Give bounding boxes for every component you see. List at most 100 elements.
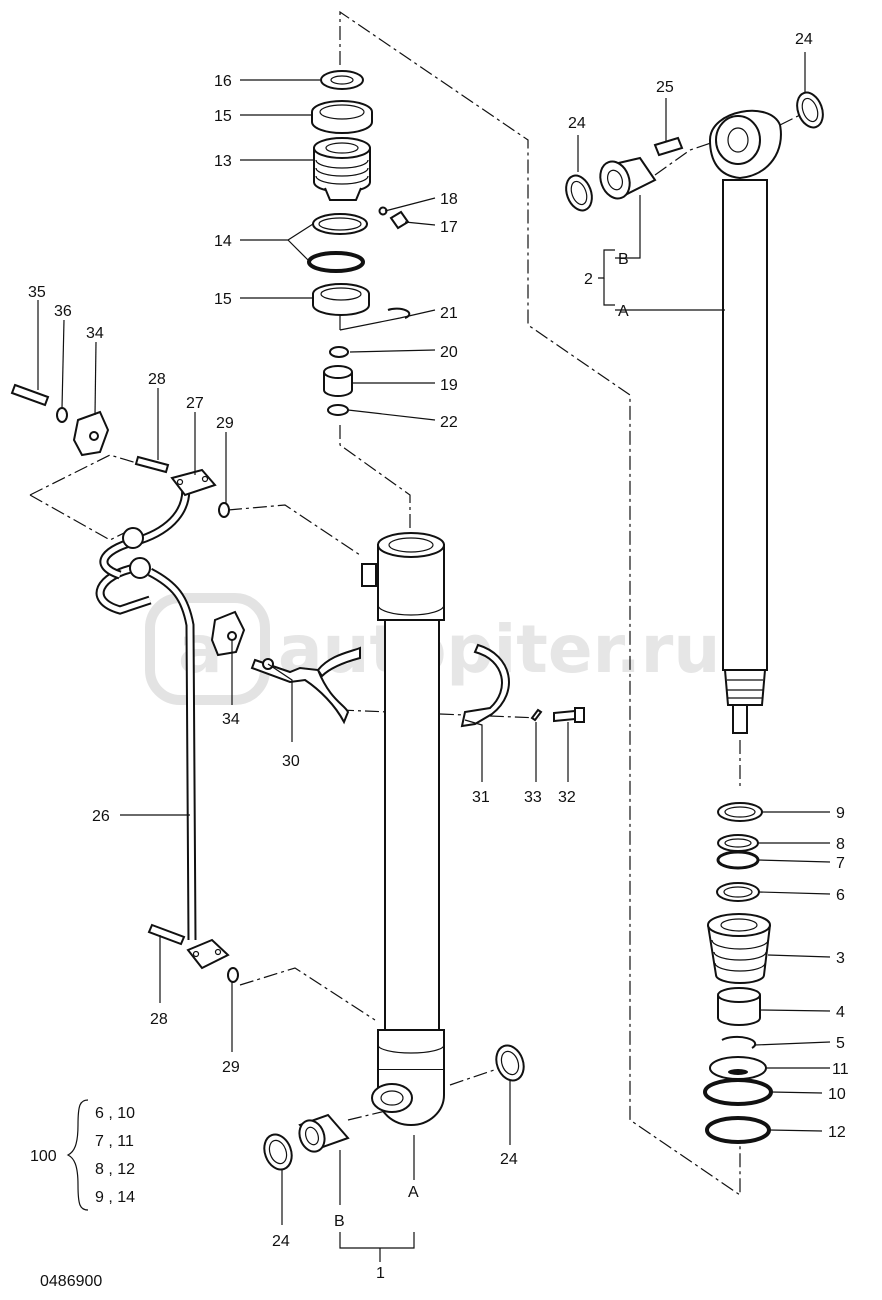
part-15-bushing-upper [311,100,373,134]
callout-32: 32 [558,789,576,806]
part-14-o-ring [307,251,365,273]
callout-15-lower: 15 [214,291,232,308]
part-30-clamp [250,646,361,725]
part-26-long-pipe [95,557,197,941]
callout-9: 9 [836,805,845,822]
callout-2: 2 [584,271,593,288]
part-31-clamp [460,643,510,728]
seal-kit-table: 100 6 , 10 7 , 11 8 , 12 9 , 14 [30,1105,135,1206]
part-32-bolt [553,707,585,723]
callout-27: 27 [186,395,204,412]
part-3-piston [707,913,771,984]
drawing-number: 0486900 [40,1273,102,1290]
callout-26: 26 [92,808,110,825]
part-33-pin [530,708,543,722]
callout-4: 4 [836,1004,845,1021]
part-17-set-screw [389,210,410,230]
part-27-short-pipe [99,481,191,580]
kit-label: 100 [30,1148,57,1165]
watermark-text: autopiter.ru [278,611,720,688]
callout-5: 5 [836,1035,845,1052]
part-10-o-ring [703,1078,773,1106]
part-1-cylinder-tube [361,532,445,1126]
callout-24-bottom-left: 24 [272,1233,290,1250]
part-15-bushing-lower [312,283,370,316]
part-29-o-ring-lower [227,967,239,983]
part-19-sleeve [323,365,353,397]
callout-19: 19 [440,377,458,394]
callout-11: 11 [832,1061,849,1078]
callout-1-a: A [408,1184,419,1201]
callout-7: 7 [836,855,845,872]
callout-labels: 16 15 13 18 17 14 15 21 20 19 22 35 36 3… [28,31,849,1282]
callout-1: 1 [376,1265,385,1282]
callout-15-upper: 15 [214,108,232,125]
part-1-bushing-b [298,1113,350,1153]
callout-31: 31 [472,789,490,806]
kit-row: 9 , 14 [95,1189,135,1206]
callout-22: 22 [440,414,458,431]
part-14-seal-ring [312,213,368,235]
part-2-bushing-b [599,156,657,200]
part-4-nut [717,987,761,1026]
part-16-washer [320,70,364,90]
part-24-seal-bottom-right [495,1044,525,1082]
callout-3: 3 [836,950,845,967]
part-12-o-ring [705,1116,771,1144]
callout-12: 12 [828,1124,846,1141]
part-34-clip-upper [72,410,110,457]
callout-34-upper: 34 [86,325,104,342]
part-8-ring [717,834,759,852]
callout-18: 18 [440,191,458,208]
part-28-bolt-lower [147,923,186,946]
part-6-ring [716,882,760,902]
part-7-ring [716,850,760,870]
part-25-grease-nipple [653,136,684,157]
part-34-clip-lower [210,610,246,657]
callout-1-b: B [334,1213,345,1230]
part-22-snap-ring [327,404,349,416]
callout-8: 8 [836,836,845,853]
kit-row: 8 , 12 [95,1161,135,1178]
part-28-bolt-upper [134,455,170,474]
part-11-ring [709,1056,767,1080]
part-27-flange [170,468,217,497]
callout-20: 20 [440,344,458,361]
callout-21: 21 [440,305,458,322]
callout-13: 13 [214,153,232,170]
callout-24-bottom-right: 24 [500,1151,518,1168]
part-2-piston-rod [708,109,782,734]
part-29-o-ring-upper [218,502,230,518]
callout-24-top-left: 24 [568,115,586,132]
callout-17: 17 [440,219,458,236]
part-13-cylinder-head [313,137,371,201]
part-24-seal-bottom-left [263,1133,293,1171]
callout-29-upper: 29 [216,415,234,432]
part-5-snap-ring [721,1035,757,1049]
callout-14: 14 [214,233,232,250]
part-26-flange-bottom [186,938,230,970]
leader-lines [37,52,831,1262]
part-24-seal-top-right [796,91,824,129]
part-9-ring [717,802,763,822]
callout-16: 16 [214,73,232,90]
callout-24-top-right: 24 [795,31,813,48]
callout-33: 33 [524,789,542,806]
callout-25: 25 [656,79,674,96]
part-35-bolt [10,383,50,407]
part-36-washer [56,407,68,423]
callout-2-a: A [618,303,629,320]
callout-2-b: B [618,251,629,268]
callout-29-lower: 29 [222,1059,240,1076]
part-20-washer [329,346,349,358]
callout-34-lower: 34 [222,711,240,728]
callout-35: 35 [28,284,46,301]
kit-row: 7 , 11 [95,1133,134,1150]
kit-row: 6 , 10 [95,1105,135,1122]
callout-30: 30 [282,753,300,770]
part-24-seal-top-left [565,174,593,212]
callout-36: 36 [54,303,72,320]
callout-28-upper: 28 [148,371,166,388]
callout-28-lower: 28 [150,1011,168,1028]
